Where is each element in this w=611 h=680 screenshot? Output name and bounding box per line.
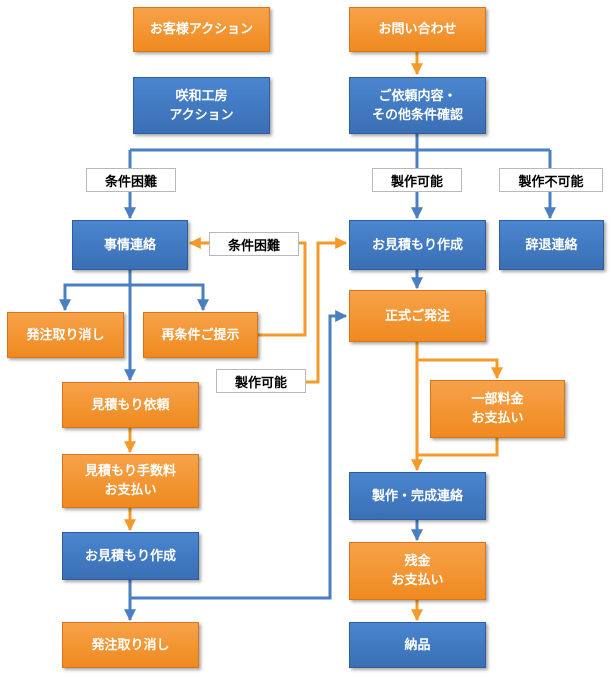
order-to-partial (415, 342, 503, 380)
node-balance-payment: 残金 お支払い (349, 542, 486, 600)
node-partial-payment: 一部料金 お支払い (430, 380, 565, 438)
node-cancel-order-top: 発注取り消し (7, 312, 124, 358)
node-quote-fee-payment: 見積もり手数料 お支払い (62, 454, 199, 508)
node-decline-contact: 辞退連絡 (499, 220, 604, 270)
partial-to-production (411, 438, 499, 472)
arrow-quote-bottom-to-order (130, 310, 348, 600)
node-quote-request: 見積もり依頼 (62, 382, 199, 428)
tag-production-impossible: 製作不可能 (499, 168, 603, 192)
node-confirm-request: ご依頼内容・ その他条件確認 (349, 77, 486, 134)
tag-production-possible-mid: 製作可能 (216, 369, 306, 393)
node-formal-order: 正式ご発注 (349, 290, 486, 342)
legend-customer-action: お客様アクション (133, 7, 270, 52)
loop-production-possible (258, 237, 348, 384)
tag-production-possible-top: 製作可能 (372, 168, 462, 192)
circumstance-split (63, 270, 205, 308)
legend-sakuwa-action: 咲和工房 アクション (133, 77, 270, 134)
node-quote-create-top: お見積もり作成 (349, 220, 486, 270)
node-circumstance-contact: 事情連絡 (72, 220, 188, 270)
node-production-complete-contact: 製作・完成連絡 (349, 472, 486, 520)
node-cancel-order-bottom: 発注取り消し (62, 622, 199, 668)
branch-bus (130, 134, 550, 152)
tag-conditions-difficult-left: 条件困難 (86, 168, 176, 192)
node-represent-conditions: 再条件ご提示 (143, 312, 258, 358)
node-inquiry: お問い合わせ (349, 7, 486, 52)
tag-conditions-difficult-mid: 条件困難 (209, 232, 299, 256)
node-delivery: 納品 (349, 622, 486, 668)
node-quote-create-bottom: お見積もり作成 (62, 532, 199, 580)
